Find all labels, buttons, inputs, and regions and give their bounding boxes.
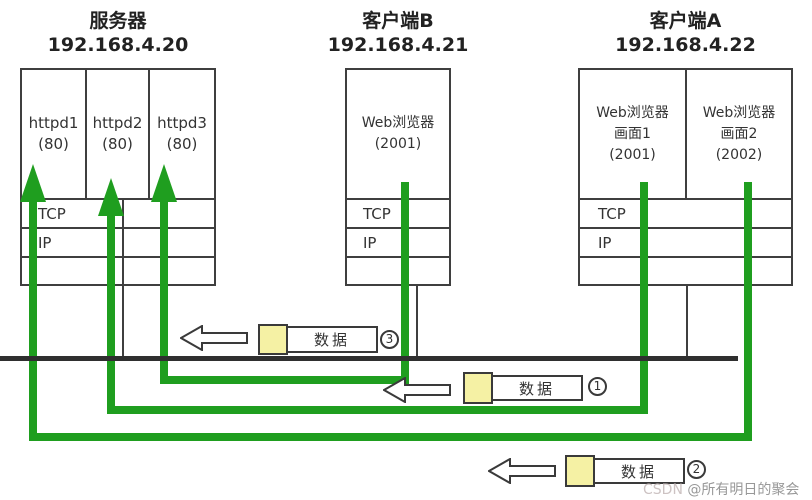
process-port: (80): [38, 135, 69, 153]
client-b-ip: 192.168.4.21: [327, 34, 469, 56]
process-port: (80): [166, 135, 198, 153]
server-nic-layer: [22, 256, 214, 284]
server-title: 服务器: [89, 10, 147, 32]
process-port: (80): [102, 135, 133, 153]
app-port: (2001): [374, 136, 422, 152]
network-bus-line: [0, 356, 738, 361]
app-window: 画面2: [720, 125, 758, 142]
green-arrowhead-up-icon: [20, 164, 46, 202]
server-process-httpd1: httpd1 (80): [22, 70, 87, 198]
app-window: 画面1: [614, 125, 651, 142]
process-name: httpd1: [28, 114, 79, 132]
server-ip-layer: IP: [22, 227, 214, 256]
ip-label: IP: [363, 233, 377, 252]
packet-header-cell: [463, 372, 493, 404]
app-name: Web浏览器: [361, 115, 435, 131]
server-processes-row: httpd1 (80) httpd2 (80) httpd3 (80): [22, 70, 214, 198]
green-line-server-httpd1: [29, 198, 37, 441]
client-a-ip: 192.168.4.22: [615, 34, 756, 56]
left-arrow-icon: [383, 377, 451, 403]
packet-header-cell: [258, 324, 288, 355]
green-line-horizontal-2: [29, 433, 752, 441]
process-name: httpd2: [92, 114, 143, 132]
server-bus-connector: [122, 284, 124, 358]
green-line-horizontal-3: [160, 376, 409, 384]
server-process-httpd3: httpd3 (80): [150, 70, 214, 198]
packet-header-cell: [565, 455, 595, 487]
green-line-horizontal-1: [107, 406, 648, 414]
green-line-server-httpd3: [160, 198, 168, 384]
client-a-ip-layer: IP: [580, 227, 791, 256]
client-b-browser: Web浏览器 (2001): [347, 70, 449, 198]
client-b-bus-connector: [416, 284, 418, 358]
watermark: CSDN @所有明日的聚会: [643, 479, 799, 499]
client-b-node-box: Web浏览器 (2001) TCP IP: [345, 68, 451, 286]
circled-number: 1: [588, 377, 607, 396]
app-name: Web浏览器: [596, 104, 669, 121]
client-a-node-box: Web浏览器 画面1 (2001) Web浏览器 画面2 (2002) TCP …: [578, 68, 793, 286]
client-a-browser-window1: Web浏览器 画面1 (2001): [580, 70, 687, 198]
green-line-client-a-window1: [640, 182, 648, 414]
client-a-tcp-layer: TCP: [580, 198, 791, 227]
watermark-handle: @所有明日的聚会: [687, 482, 800, 498]
packet-data-label: 数据: [286, 326, 378, 353]
app-port: (2002): [715, 146, 763, 163]
packet-data-label: 数据: [491, 375, 583, 401]
app-port: (2001): [609, 146, 656, 163]
app-name: Web浏览器: [702, 104, 776, 121]
green-arrowhead-up-icon: [98, 178, 124, 216]
client-a-nic-layer: [580, 256, 791, 284]
left-arrow-icon: [488, 458, 556, 484]
tcp-label: TCP: [363, 204, 391, 223]
ip-label: IP: [22, 229, 124, 256]
circled-number: 2: [687, 460, 706, 479]
packet-data-label: 数据: [593, 458, 685, 484]
client-b-title: 客户端B: [362, 10, 434, 32]
server-node-box: httpd1 (80) httpd2 (80) httpd3 (80) TCP …: [20, 68, 216, 286]
ip-label: IP: [598, 233, 612, 252]
process-name: httpd3: [157, 114, 207, 132]
client-a-bus-connector: [686, 284, 688, 358]
circled-number: 3: [380, 330, 399, 349]
client-a-title: 客户端A: [649, 10, 722, 32]
left-arrow-icon: [180, 325, 248, 351]
green-arrowhead-up-icon: [151, 164, 177, 202]
client-b-app-row: Web浏览器 (2001): [347, 70, 449, 198]
tcp-label: TCP: [598, 204, 626, 223]
client-b-tcp-layer: TCP: [347, 198, 449, 227]
client-a-browser-window2: Web浏览器 画面2 (2002): [687, 70, 791, 198]
server-process-httpd2: httpd2 (80): [87, 70, 150, 198]
green-line-client-a-window2: [744, 182, 752, 441]
client-b-nic-layer: [347, 256, 449, 284]
watermark-brand: CSDN: [643, 482, 688, 498]
server-ip: 192.168.4.20: [47, 34, 189, 56]
client-a-apps-row: Web浏览器 画面1 (2001) Web浏览器 画面2 (2002): [580, 70, 791, 198]
green-line-server-httpd2: [107, 212, 115, 414]
client-b-ip-layer: IP: [347, 227, 449, 256]
green-line-client-b: [401, 182, 409, 384]
